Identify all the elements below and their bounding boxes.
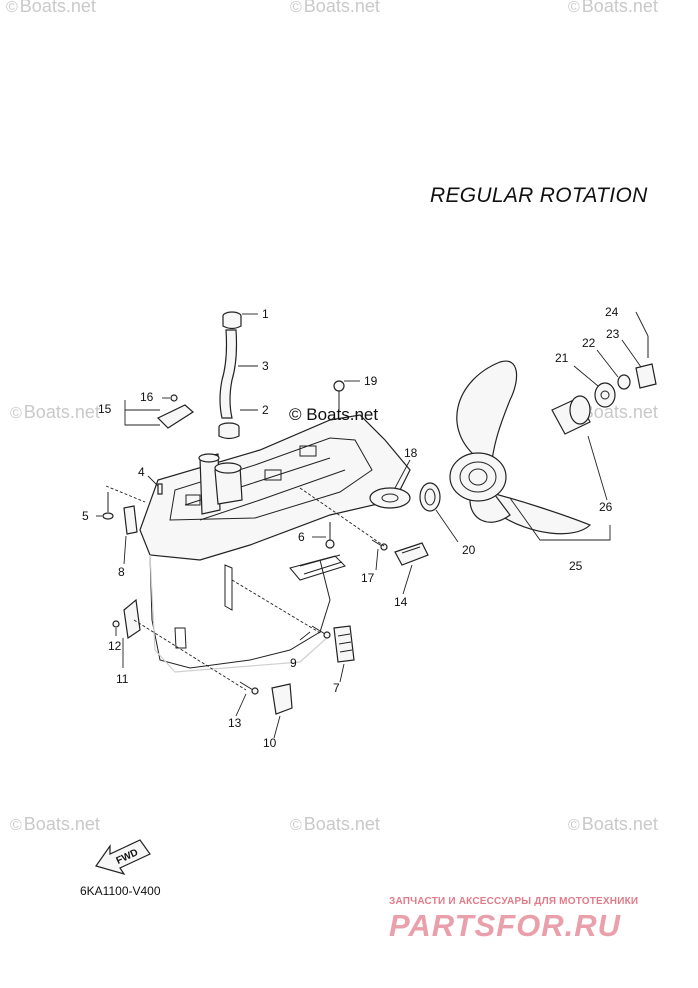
brand-logo: PARTSFOR.RU	[389, 908, 622, 943]
part-7-anode	[333, 625, 355, 663]
callout-12: 12	[108, 639, 122, 653]
callout-3: 3	[262, 359, 269, 373]
callout-11: 11	[116, 672, 129, 686]
watermark: ©Boats.net	[6, 0, 96, 16]
callout-15: 15	[98, 402, 112, 416]
callout-4: 4	[138, 465, 145, 479]
callout-25: 25	[569, 559, 583, 573]
callout-13: 13	[228, 716, 242, 730]
callout-6: 6	[298, 530, 305, 544]
callout-numbers: 1234567891011121314151617181920212223242…	[82, 305, 620, 750]
part-19-bolt	[333, 380, 345, 412]
callout-9: 9	[290, 656, 297, 670]
part-2-seal	[218, 422, 240, 440]
part-6-bolt	[325, 522, 335, 549]
part-26-spacer	[551, 395, 591, 435]
inline-watermark: © Boats.net	[289, 405, 378, 424]
part-5-bolt	[102, 492, 114, 520]
callout-24: 24	[605, 305, 619, 319]
leader-lines	[96, 311, 649, 739]
part-25-propeller	[449, 360, 592, 535]
callout-5: 5	[82, 509, 89, 523]
callout-17: 17	[361, 571, 375, 585]
part-8-anode	[123, 505, 138, 535]
part-4-dowel-pin	[157, 483, 163, 495]
callout-7: 7	[333, 681, 340, 695]
callout-14: 14	[394, 595, 408, 609]
watermark: ©Boats.net	[10, 402, 100, 422]
part-15-cover	[156, 394, 194, 429]
part-17-screw	[371, 539, 388, 551]
part-10-anode	[271, 683, 293, 715]
part-21-washer	[594, 382, 616, 408]
callout-20: 20	[462, 543, 476, 557]
part-3-water-tube	[219, 329, 238, 419]
part-14-anode	[394, 542, 429, 566]
callout-2: 2	[262, 403, 269, 417]
callout-22: 22	[582, 336, 596, 350]
part-1-grommet	[222, 311, 242, 330]
part-23-nut	[635, 363, 657, 389]
lower-casing	[139, 414, 411, 673]
diagram-title: REGULAR ROTATION	[430, 184, 648, 207]
part-20-thrust-washer	[419, 482, 441, 512]
brand-tagline: ЗАПЧАСТИ И АКСЕССУАРЫ ДЛЯ МОТОТЕХНИКИ	[389, 896, 639, 907]
part-9-bolt	[311, 625, 331, 639]
watermark: ©Boats.net	[290, 0, 380, 16]
callout-10: 10	[263, 736, 277, 750]
watermark: ©Boats.net	[290, 814, 380, 834]
watermark: ©Boats.net	[568, 814, 658, 834]
part-13-bolt	[239, 681, 259, 695]
callout-26: 26	[599, 500, 613, 514]
part-18-trim-tab	[369, 487, 411, 509]
diagram-code: 6KA1100-V400	[80, 884, 161, 898]
callout-18: 18	[404, 446, 418, 460]
callout-1: 1	[262, 307, 269, 321]
callout-8: 8	[118, 565, 125, 579]
callout-23: 23	[606, 327, 620, 341]
callout-19: 19	[364, 374, 378, 388]
part-22-washer	[617, 374, 631, 390]
callout-16: 16	[140, 390, 154, 404]
watermark: ©Boats.net	[10, 814, 100, 834]
fwd-arrow-icon: FWD	[95, 839, 151, 876]
watermark: ©Boats.net	[568, 0, 658, 16]
part-11-cover	[112, 598, 141, 640]
callout-21: 21	[555, 351, 569, 365]
